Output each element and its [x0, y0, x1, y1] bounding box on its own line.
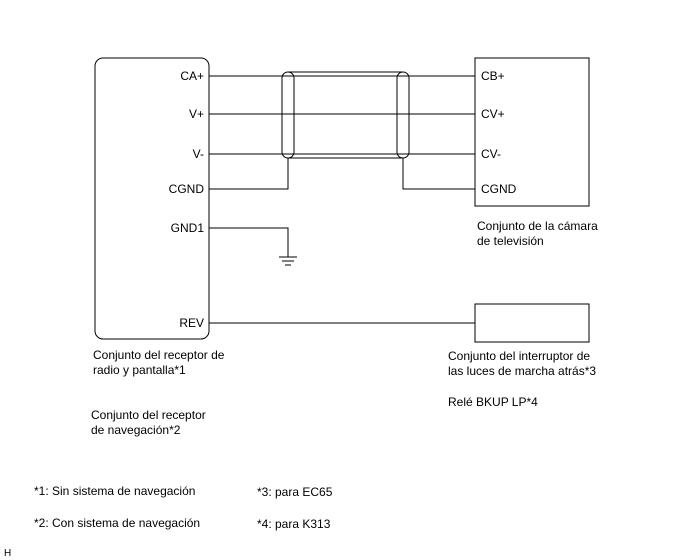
camera-assembly-box [474, 57, 590, 207]
ground-symbol-icon [279, 256, 297, 266]
nav-unit-label-line1: Conjunto del receptor [91, 408, 206, 422]
pin-label-gnd1: GND1 [171, 221, 205, 235]
pin-label-rev: REV [179, 316, 204, 330]
radio-unit-label-line2: radio y pantalla*1 [93, 363, 186, 377]
switch-unit-label-line1: Conjunto del interruptor de [448, 349, 590, 363]
footnote-2: *2: Con sistema de navegación [34, 516, 200, 530]
wire-gnd1-ground [209, 227, 289, 257]
corner-mark: H [4, 548, 11, 559]
footnote-3: *3: para EC65 [257, 485, 333, 499]
shield-right [396, 71, 410, 159]
pin-label-ca-plus: CA+ [180, 69, 204, 83]
pin-label-cv-plus: CV+ [481, 107, 505, 121]
wire-shield-cgnd-camera [402, 158, 475, 190]
shield-left [281, 71, 295, 159]
relay-label: Relé BKUP LP*4 [448, 395, 538, 409]
radio-unit-label-line1: Conjunto del receptor de [93, 348, 225, 362]
camera-unit-label-line2: de televisión [477, 234, 544, 248]
radio-receiver-box [94, 57, 210, 340]
pin-label-cv-minus: CV- [481, 147, 501, 161]
pin-label-v-minus: V- [193, 147, 204, 161]
switch-unit-label-line2: las luces de marcha atrás*3 [448, 364, 596, 378]
footnote-4: *4: para K313 [257, 517, 331, 531]
camera-unit-label-line1: Conjunto de la cámara [477, 219, 598, 233]
pin-label-cgnd-radio: CGND [169, 182, 205, 196]
reverse-switch-box [474, 303, 590, 343]
wire-cgnd-radio-shield [209, 158, 289, 190]
pin-label-cb-plus: CB+ [481, 69, 505, 83]
pin-label-v-plus: V+ [189, 107, 204, 121]
footnote-1: *1: Sin sistema de navegación [34, 484, 195, 498]
pin-label-cgnd-camera: CGND [481, 182, 517, 196]
nav-unit-label-line2: de navegación*2 [91, 423, 181, 437]
